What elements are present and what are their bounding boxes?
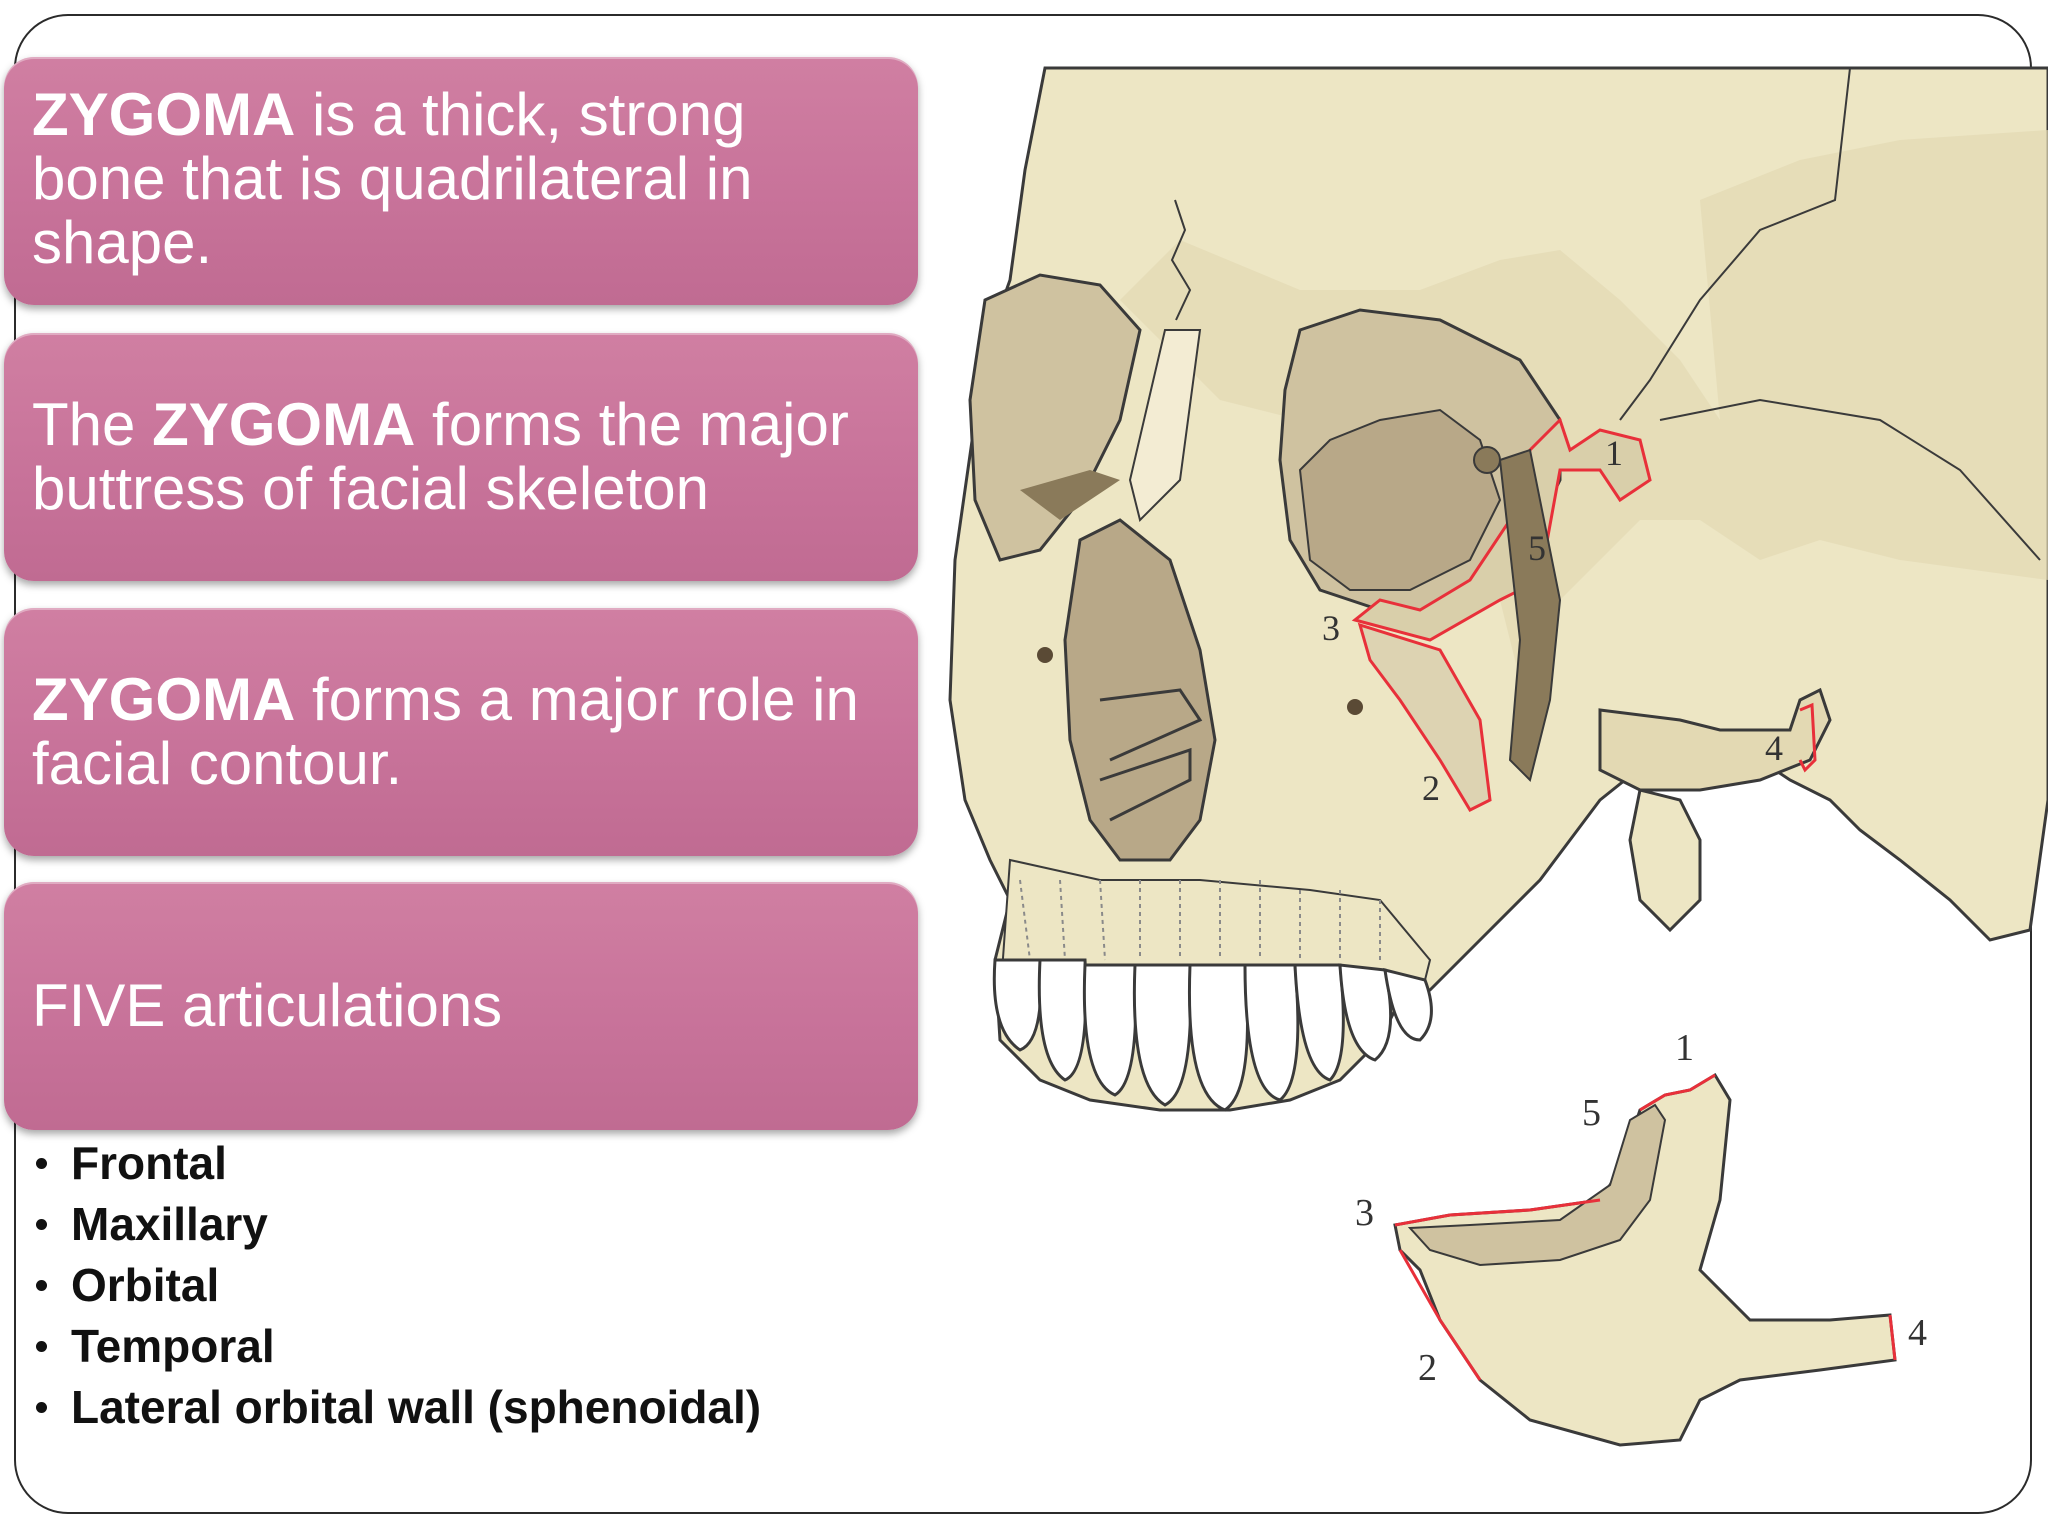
zygoma-label-4: 4: [1908, 1312, 1927, 1354]
condyle: [1628, 788, 1702, 933]
optic-foramen: [1473, 446, 1501, 474]
arch-suture-4: [1798, 702, 1817, 773]
skull-label-5: 5: [1528, 528, 1546, 568]
isolated-zygoma-orbital-surface: [1407, 1103, 1667, 1267]
bullet-icon: [36, 1158, 47, 1169]
skull-label-2: 2: [1422, 768, 1440, 808]
bullet-icon: [36, 1402, 47, 1413]
nasal-bone: [1128, 329, 1202, 522]
info-box-text: ZYGOMA is a thick, strong bone that is q…: [32, 81, 753, 276]
isolated-zygoma-sutures: [1394, 1073, 1897, 1381]
supraorbital-foramen: [1037, 647, 1053, 663]
list-item: Frontal: [28, 1133, 761, 1194]
skull-labels: 1 5 3 2 4: [1322, 433, 1783, 808]
orbit-inner: [1298, 408, 1502, 591]
infraorbital-foramen: [1347, 699, 1363, 715]
skull-label-1: 1: [1605, 433, 1623, 473]
bullet-icon: [36, 1219, 47, 1230]
info-box-contour: ZYGOMA forms a major role in facial cont…: [4, 608, 918, 856]
metopic-suture: [1170, 199, 1192, 321]
list-item: Orbital: [28, 1255, 761, 1316]
list-item: Temporal: [28, 1316, 761, 1377]
info-box-buttress: The ZYGOMA forms the major buttress of f…: [4, 333, 918, 581]
teeth: [992, 958, 1433, 1112]
list-item: Maxillary: [28, 1194, 761, 1255]
info-box-text: ZYGOMA forms a major role in facial cont…: [32, 666, 859, 797]
zygoma-labels: 1 5 3 2 4: [1355, 1027, 1927, 1389]
skull-label-4: 4: [1765, 728, 1783, 768]
left-orbit-fissure: [1020, 470, 1120, 520]
zygoma-label-5: 5: [1582, 1092, 1601, 1134]
bullet-icon: [36, 1280, 47, 1291]
info-box-articulations: FIVE articulations: [4, 882, 918, 1130]
skull-zygoma-illustration: 1 5 3 2 4 1 5 3 2 4: [948, 66, 2048, 1447]
zygoma-label-1: 1: [1675, 1027, 1694, 1069]
zygoma-dark-region: [1498, 448, 1562, 782]
nasal-septum: [1099, 688, 1203, 822]
nasal-cavity: [1063, 518, 1217, 862]
info-box-text: The ZYGOMA forms the major buttress of f…: [32, 391, 849, 522]
zygoma-label-2: 2: [1418, 1347, 1437, 1389]
coronal-suture: [1619, 67, 1851, 421]
list-item: Lateral orbital wall (sphenoidal): [28, 1377, 761, 1438]
info-box-text: FIVE articulations: [32, 972, 503, 1039]
info-box-bone-shape: ZYGOMA is a thick, strong bone that is q…: [4, 57, 918, 305]
tooth-roots: [1019, 879, 1381, 961]
articulation-list: Frontal Maxillary Orbital Temporal Later…: [28, 1133, 761, 1438]
zygoma-label-3: 3: [1355, 1192, 1374, 1234]
bullet-icon: [36, 1341, 47, 1352]
zygoma-body: [1357, 622, 1492, 812]
squamous-suture: [1659, 398, 2041, 561]
skull-label-3: 3: [1322, 608, 1340, 648]
temporal-shading: [1120, 130, 2048, 680]
